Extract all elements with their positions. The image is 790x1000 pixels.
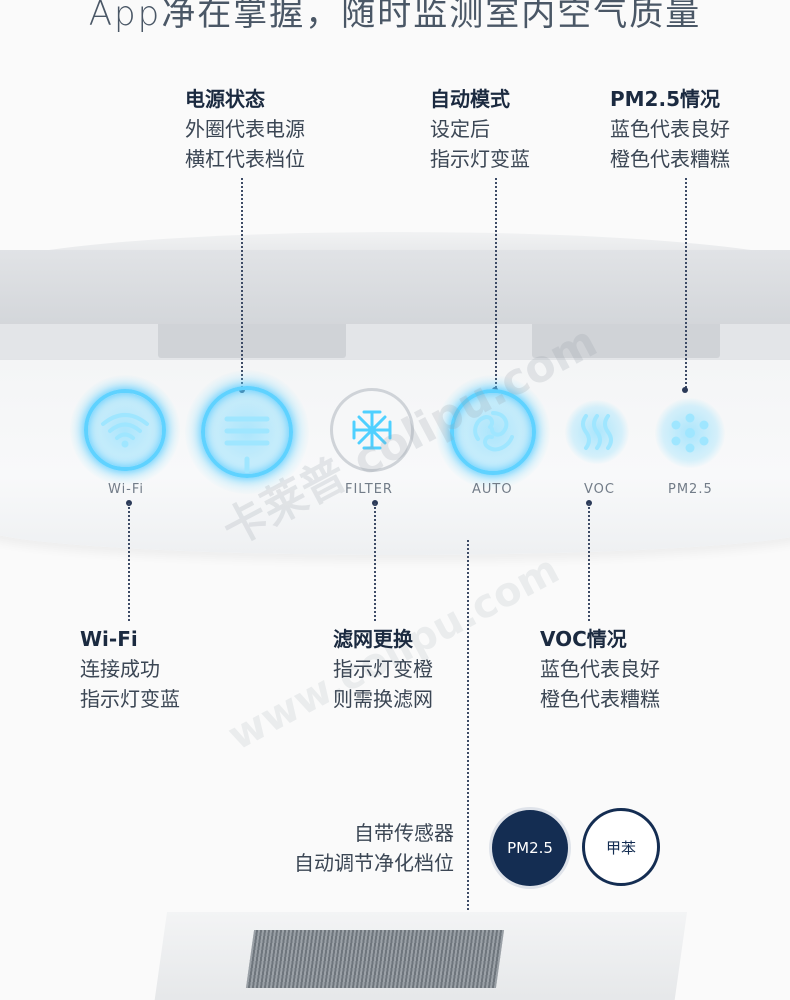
callout-power: 电源状态 外圈代表电源 横杠代表档位	[185, 84, 305, 174]
auto-pointer-line	[495, 178, 497, 388]
callout-auto: 自动模式 设定后 指示灯变蓝	[430, 84, 530, 174]
callout-voc: VOC情况 蓝色代表良好 橙色代表糟糕	[540, 624, 660, 714]
callout-voc-title: VOC情况	[540, 627, 627, 651]
lid-tab	[158, 324, 346, 358]
sensor-pointer-line	[467, 540, 469, 950]
voc-icon	[581, 414, 613, 450]
auto-indicator	[436, 375, 550, 489]
callout-wifi: Wi-Fi 连接成功 指示灯变蓝	[80, 624, 180, 714]
pm25-indicator	[655, 398, 725, 468]
callout-wifi-title: Wi-Fi	[80, 627, 138, 651]
power-icon	[224, 416, 270, 473]
headline: App净在掌握，随时监测室内空气质量	[88, 0, 702, 34]
auto-label: AUTO	[472, 482, 513, 497]
pm25-icon	[671, 413, 709, 453]
callout-pm25-line-2: 橙色代表糟糕	[610, 147, 730, 171]
air-outlet-vent	[245, 930, 505, 988]
callout-pm25: PM2.5情况 蓝色代表良好 橙色代表糟糕	[610, 84, 730, 174]
sensor-caption-line-1: 自带传感器	[354, 821, 454, 845]
wifi-indicator	[70, 375, 180, 485]
callout-filter-line-1: 指示灯变橙	[333, 657, 433, 681]
callout-filter: 滤网更换 指示灯变橙 则需换滤网	[333, 624, 433, 714]
voc-label: VOC	[584, 482, 615, 497]
callout-filter-line-2: 则需换滤网	[333, 687, 433, 711]
pm25-pointer-dot	[682, 387, 688, 393]
pm25-sensor-badge: PM2.5	[492, 810, 568, 886]
lid	[0, 250, 790, 332]
filter-label: FILTER	[345, 482, 393, 497]
filter-indicator	[330, 388, 414, 472]
wifi-label: Wi-Fi	[108, 482, 145, 497]
wifi-icon	[101, 413, 149, 448]
filter-pointer-line	[374, 503, 376, 621]
callout-pm25-title: PM2.5情况	[610, 87, 720, 111]
power-pointer-line	[241, 178, 243, 388]
callout-power-line-1: 外圈代表电源	[185, 117, 305, 141]
pm25-pointer-line	[685, 178, 687, 388]
voc-indicator	[565, 400, 629, 464]
toluene-sensor-badge: 甲苯	[582, 808, 660, 886]
callout-power-line-2: 横杠代表档位	[185, 147, 305, 171]
sensor-caption: 自带传感器 自动调节净化档位	[294, 818, 454, 878]
callout-power-title: 电源状态	[185, 87, 265, 111]
auto-icon	[473, 411, 514, 452]
callout-auto-title: 自动模式	[430, 87, 510, 111]
callout-wifi-line-2: 指示灯变蓝	[80, 687, 180, 711]
sensor-caption-line-2: 自动调节净化档位	[294, 851, 454, 875]
pm25-label: PM2.5	[668, 482, 713, 497]
callout-wifi-line-1: 连接成功	[80, 657, 160, 681]
filter-icon	[352, 410, 392, 450]
power-indicator	[185, 370, 309, 494]
callout-auto-line-1: 设定后	[430, 117, 490, 141]
callout-voc-line-1: 蓝色代表良好	[540, 657, 660, 681]
voc-pointer-line	[588, 503, 590, 621]
callout-pm25-line-1: 蓝色代表良好	[610, 117, 730, 141]
callout-voc-line-2: 橙色代表糟糕	[540, 687, 660, 711]
lid-tab	[532, 324, 720, 358]
wifi-pointer-line	[128, 503, 130, 621]
callout-auto-line-2: 指示灯变蓝	[430, 147, 530, 171]
callout-filter-title: 滤网更换	[333, 627, 413, 651]
